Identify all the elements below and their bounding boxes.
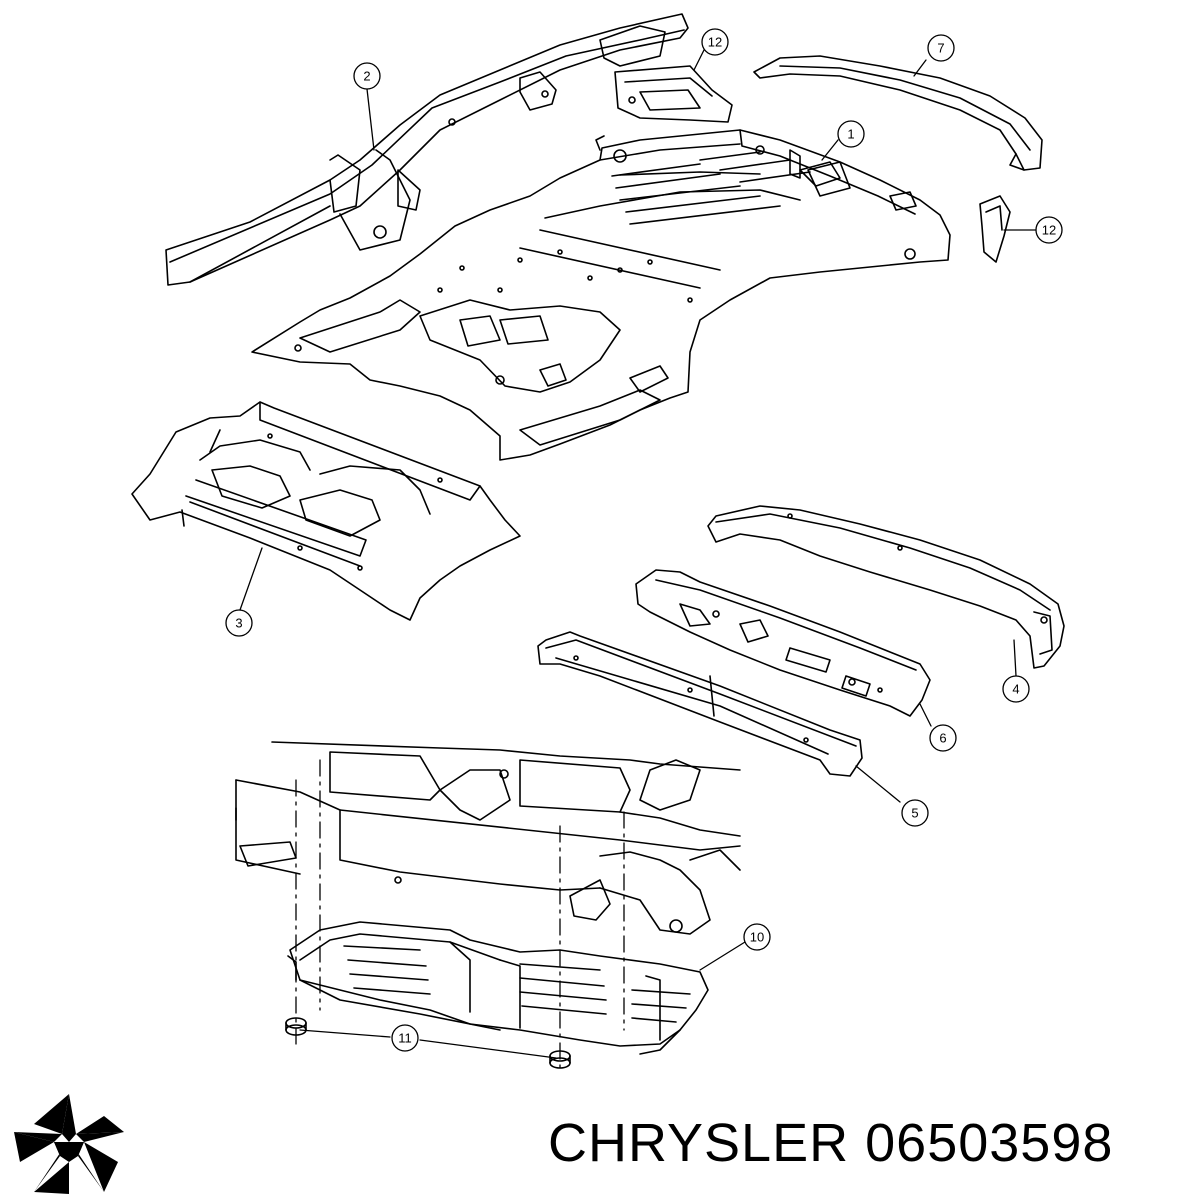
part-12-bracket-top [614, 65, 733, 123]
part-1-floor-pan [251, 129, 951, 461]
part-5-front-crossmember [537, 631, 863, 777]
svg-text:1: 1 [847, 127, 854, 142]
leader-lines [239, 49, 1038, 1059]
svg-text:4: 4 [1012, 682, 1019, 697]
callout-5: 5 [901, 799, 929, 827]
svg-text:2: 2 [363, 69, 370, 84]
alignment-lines [295, 759, 625, 1071]
part-title: CHRYSLER 06503598 [548, 1108, 1188, 1178]
svg-text:7: 7 [937, 41, 944, 56]
callouts: 2 12 7 1 12 3 4 6 5 10 11 [225, 28, 1063, 1052]
callout-1: 1 [837, 120, 865, 148]
part-11-nuts [285, 1017, 571, 1069]
svg-text:12: 12 [708, 35, 722, 50]
brand-name: CHRYSLER [548, 1113, 850, 1173]
part-12-bracket-right [979, 195, 1011, 263]
part-number: 06503598 [865, 1113, 1114, 1173]
callout-12-right: 12 [1035, 216, 1063, 244]
callout-2: 2 [353, 62, 381, 90]
callout-3: 3 [225, 609, 253, 637]
pentastar-icon [14, 1094, 124, 1194]
part-6-mid-crossmember [635, 569, 931, 717]
svg-text:12: 12 [1042, 223, 1056, 238]
underbody-assembly [235, 741, 741, 935]
part-2-rail [165, 13, 689, 286]
svg-text:5: 5 [911, 806, 918, 821]
callout-7: 7 [927, 34, 955, 62]
callout-11: 11 [391, 1024, 419, 1052]
callout-12-top: 12 [701, 28, 729, 56]
svg-text:11: 11 [398, 1031, 412, 1046]
part-3-rear-floor [131, 401, 521, 621]
part-4-rear-crossmember [707, 505, 1065, 669]
svg-text:10: 10 [750, 930, 764, 945]
part-7-cross-rail [753, 55, 1043, 171]
callout-10: 10 [743, 923, 771, 951]
svg-text:3: 3 [235, 616, 242, 631]
svg-text:6: 6 [939, 731, 946, 746]
callout-4: 4 [1002, 675, 1030, 703]
callout-6: 6 [929, 724, 957, 752]
